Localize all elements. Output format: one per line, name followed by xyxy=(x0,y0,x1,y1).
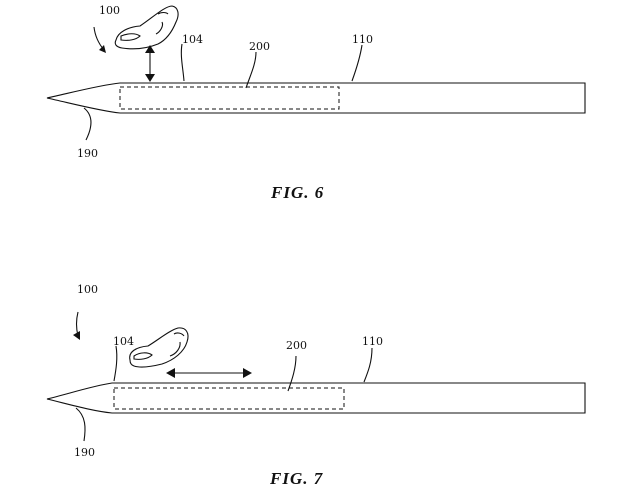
stylus-body xyxy=(46,382,586,414)
leader-190 xyxy=(83,107,92,141)
sensor-region xyxy=(113,387,345,410)
device-pointer-arrow xyxy=(93,26,106,53)
leader-200 xyxy=(287,355,297,392)
horizontal-double-arrow xyxy=(166,368,252,378)
label-device: 100 xyxy=(99,4,120,17)
vertical-double-arrow xyxy=(145,45,155,82)
stylus-body xyxy=(46,82,586,114)
label-device: 100 xyxy=(77,283,98,296)
leader-190 xyxy=(75,407,86,442)
figure-caption: FIG. 7 xyxy=(269,469,324,488)
label-body: 110 xyxy=(362,335,383,348)
label-surface: 104 xyxy=(182,33,203,46)
finger-illustration xyxy=(114,5,179,50)
label-surface: 104 xyxy=(113,335,134,348)
device-pointer-arrow xyxy=(73,311,80,340)
leader-110 xyxy=(363,347,373,383)
finger-illustration xyxy=(129,327,189,368)
label-body: 110 xyxy=(352,33,373,46)
figure-7: 100 104 200 110 190 FIG. 7 xyxy=(46,283,586,488)
label-tip: 190 xyxy=(74,446,95,459)
leader-104 xyxy=(113,345,118,382)
figure-caption: FIG. 6 xyxy=(270,183,324,202)
leader-110 xyxy=(351,44,363,82)
sensor-region xyxy=(119,86,340,110)
label-sensor: 200 xyxy=(286,339,307,352)
figure-6: 100 104 200 110 190 FIG. 6 xyxy=(46,4,586,202)
label-sensor: 200 xyxy=(249,40,270,53)
leader-104 xyxy=(180,43,185,82)
label-tip: 190 xyxy=(77,147,98,160)
leader-200 xyxy=(245,51,257,89)
